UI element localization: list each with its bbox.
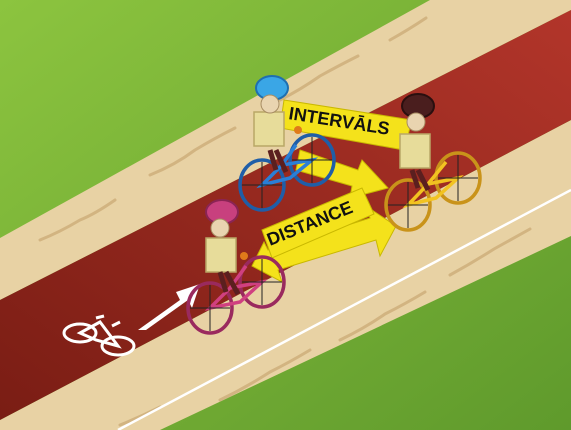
backpack-yellow [400, 134, 430, 168]
backpack-pink [206, 238, 236, 272]
backpack-blue [254, 112, 284, 146]
